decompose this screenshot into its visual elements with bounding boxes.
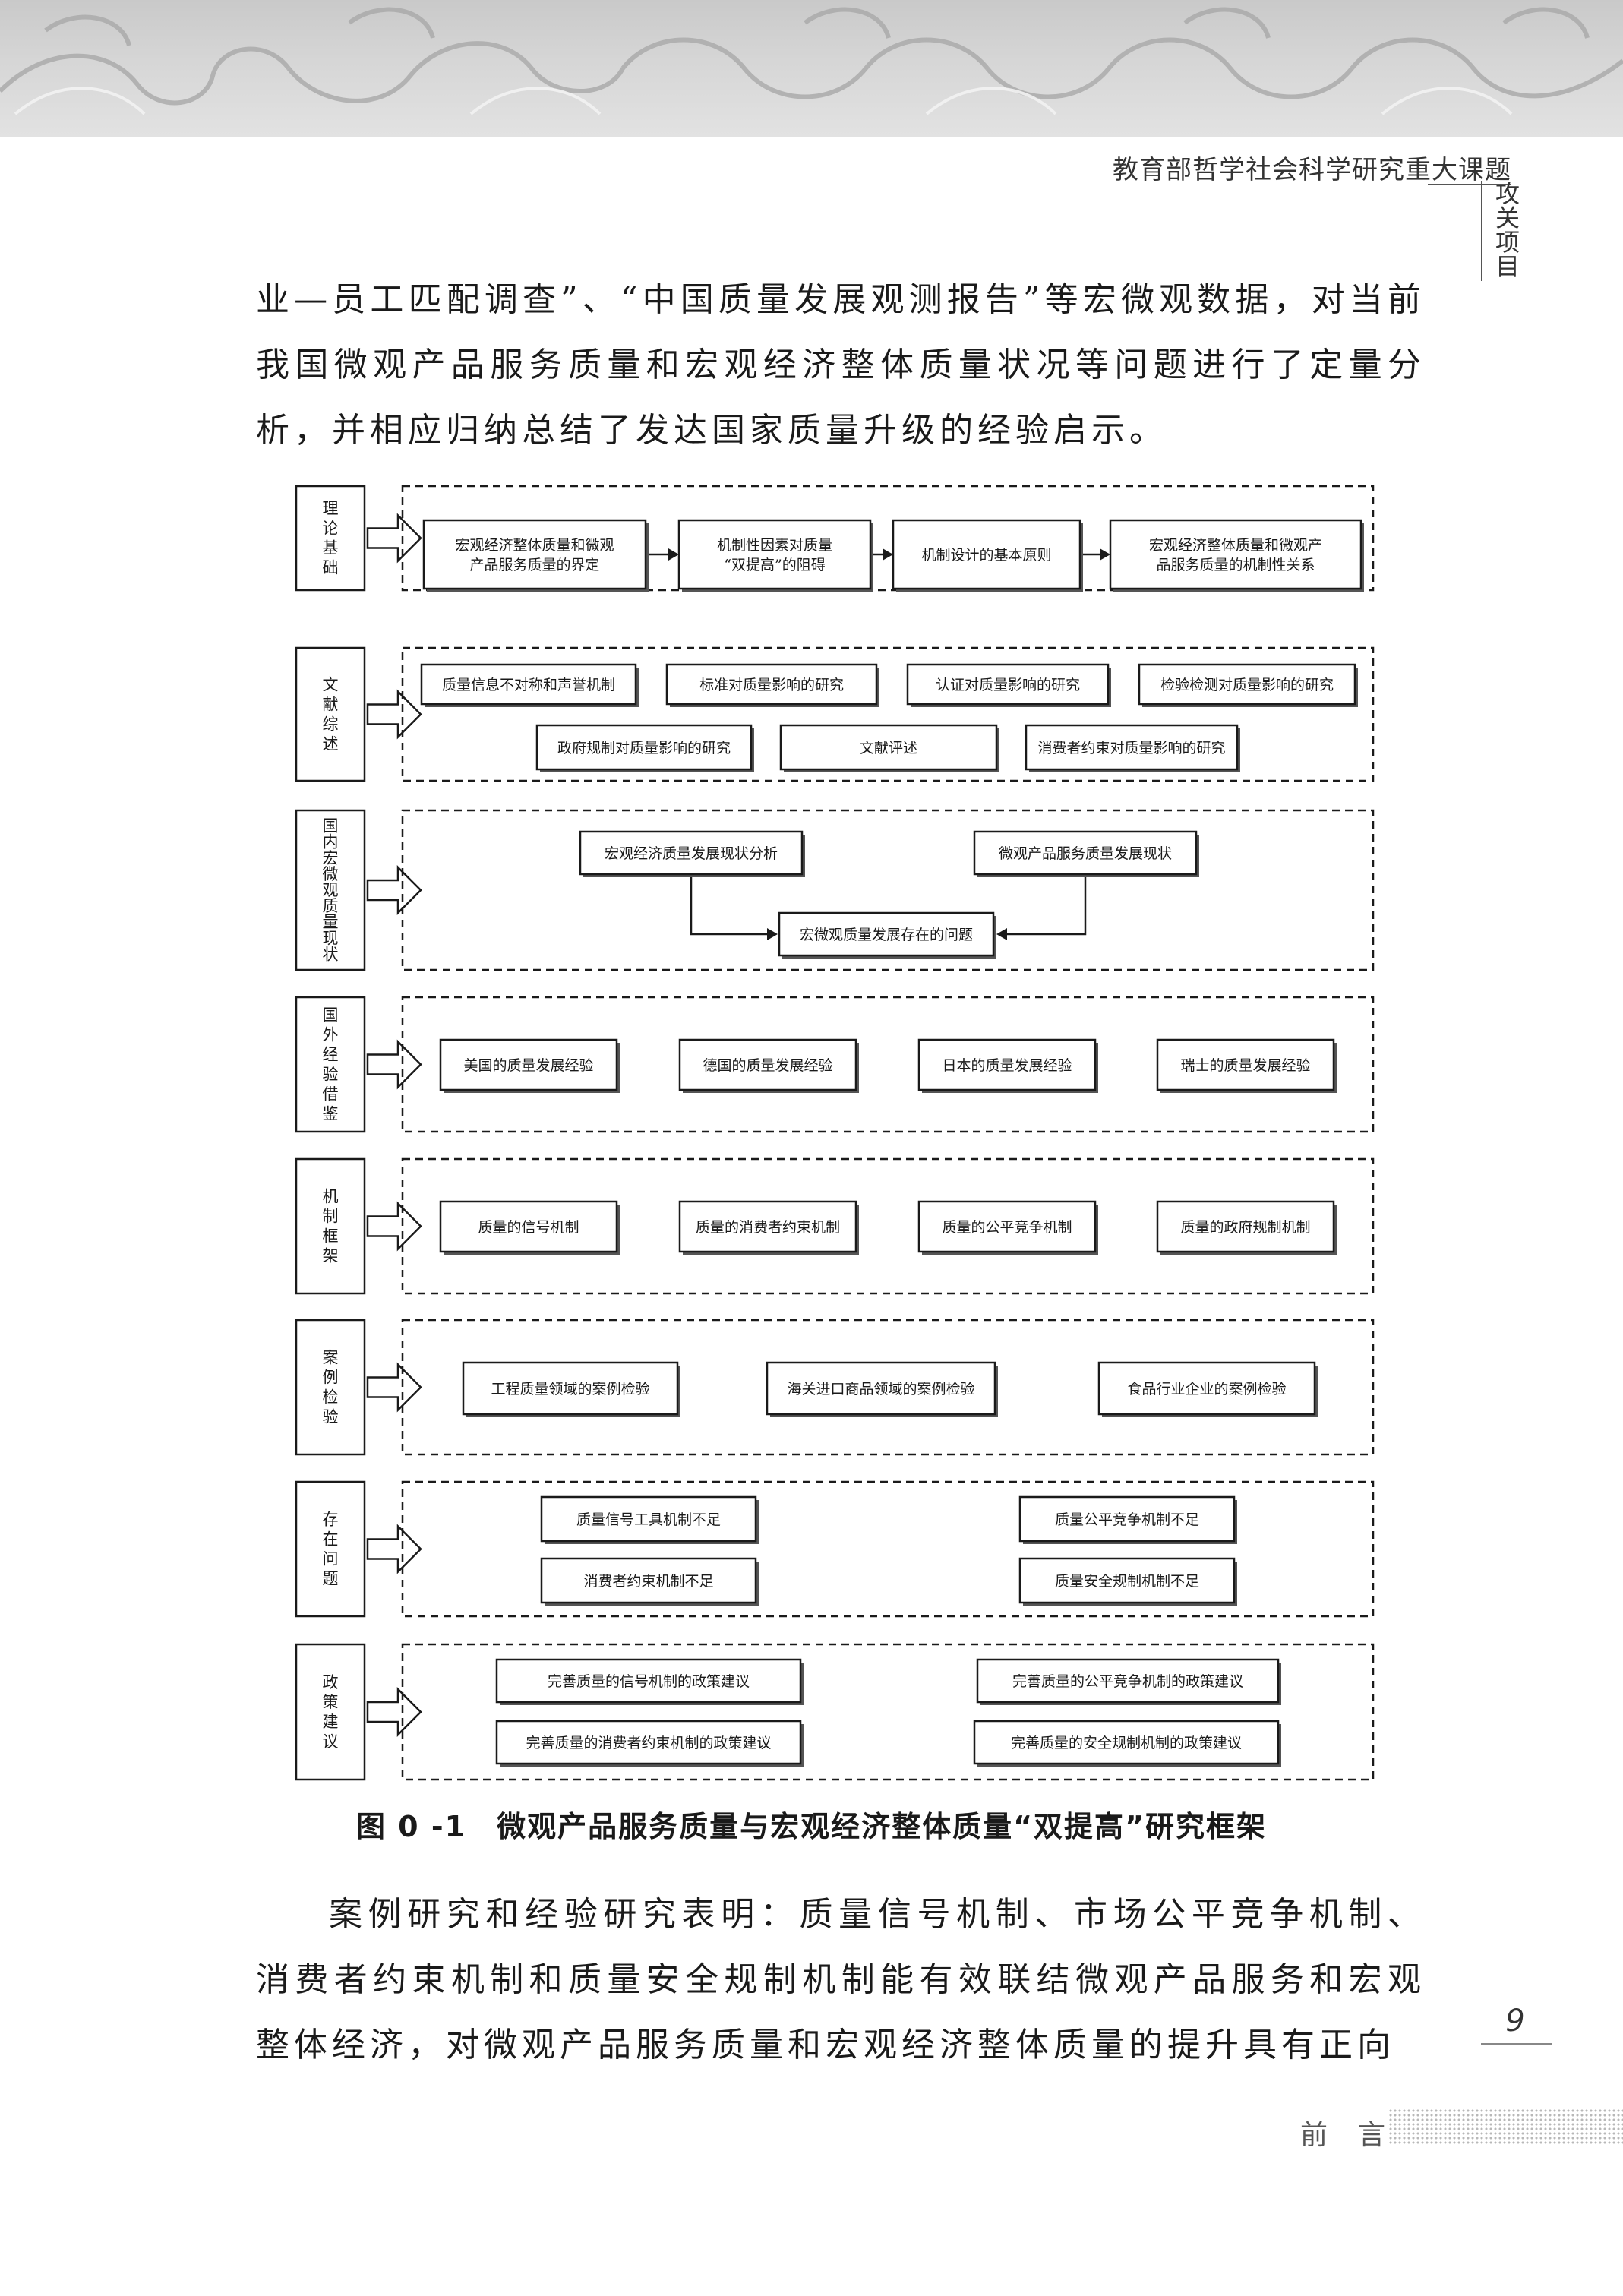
review-box-5-label: 政府规制对质量影响的研究: [557, 740, 731, 756]
mechanism-box-4-label: 质量的政府规制机制: [1180, 1219, 1310, 1236]
problem-box-1: 质量信号工具机制不足: [542, 1497, 759, 1544]
policy-box-4-label: 完善质量的安全规制机制的政策建议: [1011, 1735, 1242, 1751]
review-box-3: 认证对质量影响的研究: [908, 665, 1111, 707]
figure-caption: 图 0 -1 微观产品服务质量与宏观经济整体质量“双提高”研究框架: [0, 1803, 1623, 1845]
domestic-box-3-label: 宏微观质量发展存在的问题: [800, 927, 973, 943]
problem-box-2-label: 质量公平竞争机制不足: [1055, 1511, 1199, 1528]
policy-box-4: 完善质量的安全规制机制的政策建议: [974, 1721, 1281, 1767]
case-box-2: 海关进口商品领域的案例检验: [767, 1363, 998, 1417]
page-number: 9: [1482, 2004, 1548, 2039]
review-box-6-label: 文献评述: [860, 740, 917, 756]
problem-box-1-label: 质量信号工具机制不足: [576, 1511, 721, 1528]
policy-box-2: 完善质量的公平竞争机制的政策建议: [977, 1660, 1281, 1705]
review-box-7-label: 消费者约束对质量影响的研究: [1037, 740, 1225, 756]
section-label-3: 国内宏微观质量现状: [296, 810, 365, 970]
theory-box-1: 宏观经济整体质量和微观产品服务质量的界定: [424, 520, 649, 592]
foreign-box-1-label: 美国的质量发展经验: [463, 1057, 593, 1074]
foreign-box-4: 瑞士的质量发展经验: [1157, 1040, 1337, 1093]
review-box-3-label: 认证对质量影响的研究: [936, 677, 1080, 693]
domestic-box-1-label: 宏观经济质量发展现状分析: [605, 845, 778, 862]
figure-title: 微观产品服务质量与宏观经济整体质量“双提高”研究框架: [497, 1810, 1267, 1843]
mechanism-box-1: 质量的信号机制: [440, 1202, 620, 1255]
footer-dot-pattern: [1388, 2108, 1623, 2146]
foreign-box-3-label: 日本的质量发展经验: [942, 1057, 1072, 1074]
section-label-1: 理论基础: [296, 486, 365, 590]
body-paragraph: 案例研究和经验研究表明：质量信号机制、市场公平竞争机制、消费者约束机制和质量安全…: [256, 1882, 1426, 2078]
figure-number: 图 0 -1: [356, 1810, 466, 1843]
flow-connector: [691, 877, 767, 934]
flow-arrow-icon: [368, 1204, 421, 1249]
case-box-3-label: 食品行业企业的案例检验: [1127, 1381, 1286, 1397]
problem-box-4-label: 质量安全规制机制不足: [1055, 1573, 1199, 1590]
problem-box-2: 质量公平竞争机制不足: [1020, 1497, 1237, 1544]
case-box-2-label: 海关进口商品领域的案例检验: [787, 1381, 974, 1397]
theory-box-3-label: 机制设计的基本原则: [921, 547, 1051, 564]
review-box-4: 检验检测对质量影响的研究: [1139, 665, 1358, 707]
section-label-4: 国外经验借鉴: [296, 997, 365, 1132]
review-box-4-label: 检验检测对质量影响的研究: [1160, 677, 1334, 693]
domestic-box-3: 宏微观质量发展存在的问题: [779, 913, 996, 959]
flow-arrow-icon: [368, 1689, 421, 1735]
case-box-1-label: 工程质量领域的案例检验: [491, 1381, 649, 1397]
theory-box-4: 宏观经济整体质量和微观产品服务质量的机制性关系: [1110, 520, 1364, 592]
mechanism-box-3: 质量的公平竞争机制: [919, 1202, 1098, 1255]
domestic-box-1: 宏观经济质量发展现状分析: [580, 832, 805, 877]
policy-box-1-label: 完善质量的信号机制的政策建议: [548, 1673, 750, 1690]
policy-box-2-label: 完善质量的公平竞争机制的政策建议: [1012, 1673, 1243, 1690]
mechanism-box-4: 质量的政府规制机制: [1157, 1202, 1337, 1255]
foreign-box-4-label: 瑞士的质量发展经验: [1180, 1057, 1310, 1074]
mechanism-box-1-label: 质量的信号机制: [478, 1219, 579, 1236]
section-label-5: 机制框架: [296, 1159, 365, 1293]
mechanism-box-2-label: 质量的消费者约束机制: [696, 1219, 840, 1236]
flow-arrow-icon: [368, 1042, 421, 1088]
case-box-3: 食品行业企业的案例检验: [1099, 1363, 1318, 1417]
policy-box-3-label: 完善质量的消费者约束机制的政策建议: [526, 1735, 771, 1751]
review-box-1: 质量信息不对称和声誉机制: [422, 665, 639, 707]
foreign-box-2: 德国的质量发展经验: [680, 1040, 859, 1093]
section-label-6: 案例检验: [296, 1320, 365, 1454]
domestic-box-2: 微观产品服务质量发展现状: [974, 832, 1199, 877]
problem-box-3: 消费者约束机制不足: [542, 1559, 759, 1606]
mechanism-box-3-label: 质量的公平竞争机制: [942, 1219, 1072, 1236]
theory-box-3: 机制设计的基本原则: [893, 520, 1083, 592]
foreign-box-1: 美国的质量发展经验: [440, 1040, 620, 1093]
flow-arrow-icon: [368, 1365, 421, 1410]
review-box-5: 政府规制对质量影响的研究: [537, 725, 754, 772]
flow-connector: [1007, 877, 1085, 934]
review-box-2-label: 标准对质量影响的研究: [699, 677, 844, 693]
flow-arrow-icon: [368, 1527, 421, 1572]
mechanism-box-2: 质量的消费者约束机制: [680, 1202, 859, 1255]
foreign-box-3: 日本的质量发展经验: [919, 1040, 1098, 1093]
theory-box-2: 机制性因素对质量“双提高”的阻碍: [679, 520, 873, 592]
policy-box-3: 完善质量的消费者约束机制的政策建议: [497, 1721, 804, 1767]
domestic-box-2-label: 微观产品服务质量发展现状: [999, 845, 1172, 862]
case-box-1: 工程质量领域的案例检验: [463, 1363, 680, 1417]
section-label-2: 文献综述: [296, 648, 365, 781]
flow-arrow-icon: [368, 516, 421, 561]
page-number-rule: [1481, 2043, 1552, 2045]
review-box-1-label: 质量信息不对称和声誉机制: [442, 677, 615, 693]
review-box-6: 文献评述: [781, 725, 999, 772]
section-label-7: 存在问题: [296, 1482, 365, 1616]
flow-arrow-icon: [368, 692, 421, 737]
section-label-text: 国内宏微观质量现状: [323, 817, 339, 964]
flow-arrow-icon: [368, 867, 421, 913]
review-box-7: 消费者约束对质量影响的研究: [1026, 725, 1240, 772]
policy-box-1: 完善质量的信号机制的政策建议: [497, 1660, 804, 1705]
section-label-8: 政策建议: [296, 1644, 365, 1780]
foreign-box-2-label: 德国的质量发展经验: [703, 1057, 832, 1074]
problem-box-3-label: 消费者约束机制不足: [583, 1573, 713, 1590]
problem-box-4: 质量安全规制机制不足: [1020, 1559, 1237, 1606]
review-box-2: 标准对质量影响的研究: [667, 665, 879, 707]
